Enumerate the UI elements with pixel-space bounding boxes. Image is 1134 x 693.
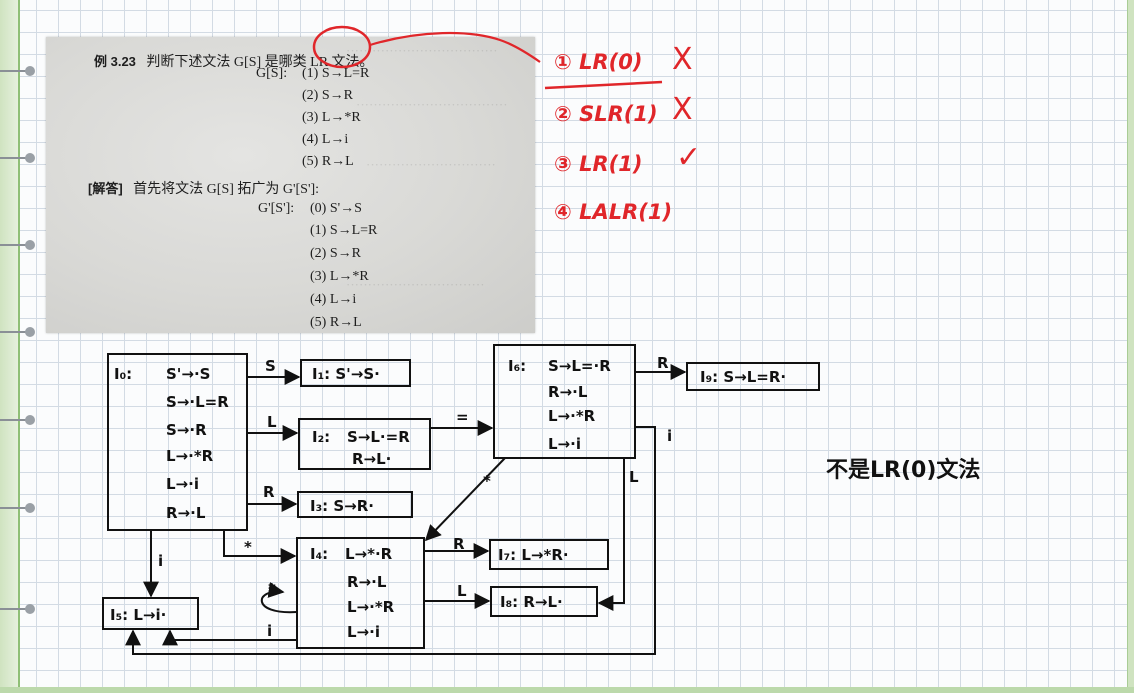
grammar-rule: (2) S→R <box>302 88 353 103</box>
augmented-grammar-name: G'[S']: <box>258 201 295 216</box>
edge-label-l: L <box>629 468 639 486</box>
state-item: S→·R <box>166 421 207 439</box>
binder-ring <box>0 415 35 425</box>
state-item: S→·L=R <box>166 393 229 411</box>
option-lalr1: ④ LALR(1) <box>554 200 673 224</box>
edge-i6-i4 <box>424 457 506 542</box>
notebook-right-edge <box>1127 0 1134 693</box>
state-box-i0 <box>107 353 248 531</box>
grammar-rule: (3) L→*R <box>302 110 361 125</box>
edge-label-l: L <box>267 413 277 431</box>
grammar-rule: (1) S→L=R <box>302 66 370 81</box>
edge-label-i: i <box>267 622 272 640</box>
state-item: S→L=·R <box>548 357 611 375</box>
option-slr1: ② SLR(1) <box>554 102 658 126</box>
binder-ring <box>0 503 35 513</box>
edge-label-eq: = <box>456 408 469 426</box>
state-box-i2 <box>298 418 431 470</box>
example-label: 例 3.23 <box>94 54 136 69</box>
state-label-i8: I₈: R→L· <box>500 593 563 611</box>
edge-label-s: S <box>265 357 276 375</box>
question-text: 判断下述文法 G[S] 是哪类 LR 文法。 <box>146 55 374 70</box>
state-box-i3 <box>297 491 413 518</box>
state-box-i8 <box>490 586 598 617</box>
state-name-i2: I₂: <box>312 428 330 446</box>
state-name-i6: I₆: <box>508 357 526 375</box>
state-box-i5 <box>102 597 199 630</box>
binder-ring <box>0 240 35 250</box>
state-item: S'→·S <box>166 365 210 383</box>
edge-label-star: * <box>244 538 252 556</box>
state-item: L→·*R <box>347 598 395 616</box>
grammar-name: G[S]: <box>256 66 288 81</box>
edge-label-r: R <box>263 483 275 501</box>
textbook-photo: ··································· ····… <box>46 37 535 333</box>
state-item: L→·i <box>548 435 581 453</box>
state-label-i5: I₅: L→i· <box>110 606 166 624</box>
circle-mark <box>312 25 372 69</box>
state-item: S→L·=R <box>347 428 410 446</box>
binder-ring <box>0 66 35 76</box>
augmented-rule: (5) R→L <box>310 315 362 330</box>
augmented-rule: (3) L→*R <box>310 269 369 284</box>
edge-label-r: R <box>453 535 465 553</box>
state-item: L→*·R <box>345 545 393 563</box>
edge-label-star: * <box>483 472 491 490</box>
grammar-rule: (5) R→L <box>302 154 354 169</box>
state-item: R→·L <box>548 383 588 401</box>
edge-label-star: * <box>268 580 276 598</box>
state-item: R→L· <box>352 450 391 468</box>
edge-i4-i5 <box>162 629 297 646</box>
state-item: L→·i <box>166 475 199 493</box>
binder-ring <box>0 604 35 614</box>
wrong-mark: X <box>672 42 693 77</box>
edge-i0-i4 <box>223 530 297 564</box>
augmented-rule: (4) L→i <box>310 292 357 307</box>
edge-label-r: R <box>657 354 669 372</box>
state-item: R→·L <box>347 573 387 591</box>
state-label-i7: I₇: L→*R· <box>498 546 569 564</box>
edge-i6-i8 <box>597 458 625 611</box>
augmented-rule: (0) S'→S <box>310 201 362 216</box>
grammar-rule: (4) L→i <box>302 132 349 147</box>
state-box-i7 <box>489 539 609 570</box>
edge-label-i: i <box>158 552 163 570</box>
option-lr0: ① LR(0) <box>554 50 643 74</box>
state-box-i4 <box>296 537 425 649</box>
edge-i4-self <box>260 582 298 614</box>
notebook-spine <box>0 0 20 693</box>
augmented-rule: (2) S→R <box>310 246 361 261</box>
connector-stroke <box>369 31 541 63</box>
notebook-bottom-edge <box>0 687 1134 693</box>
state-label-i9: I₉: S→L=R· <box>700 368 786 386</box>
check-mark: ✓ <box>676 140 702 175</box>
edge-label-l: L <box>457 582 467 600</box>
state-label-i1: I₁: S'→S· <box>312 365 380 383</box>
binder-ring <box>0 327 35 337</box>
edge-i6-i5 <box>125 426 656 655</box>
binder-ring <box>0 153 35 163</box>
state-box-i1 <box>300 359 411 387</box>
state-label-i3: I₃: S→R· <box>310 497 374 515</box>
wrong-mark: X <box>672 92 693 127</box>
augmented-rule: (1) S→L=R <box>310 223 378 238</box>
state-item: L→·*R <box>548 407 596 425</box>
underline-stroke <box>544 80 663 90</box>
edge-label-i: i <box>667 427 672 445</box>
state-name-i4: I₄: <box>310 545 328 563</box>
state-name-i0: I₀: <box>114 365 132 383</box>
state-box-i9 <box>686 362 820 391</box>
state-item: L→·*R <box>166 447 214 465</box>
answer-text: 首先将文法 G[S] 拓广为 G'[S']: <box>133 182 320 197</box>
state-item: L→·i <box>347 623 380 641</box>
state-item: R→·L <box>166 504 206 522</box>
state-box-i6 <box>493 344 636 459</box>
conclusion-note: 不是LR(0)文法 <box>826 458 981 483</box>
option-lr1: ③ LR(1) <box>554 152 643 176</box>
answer-label: [解答] <box>88 181 123 196</box>
